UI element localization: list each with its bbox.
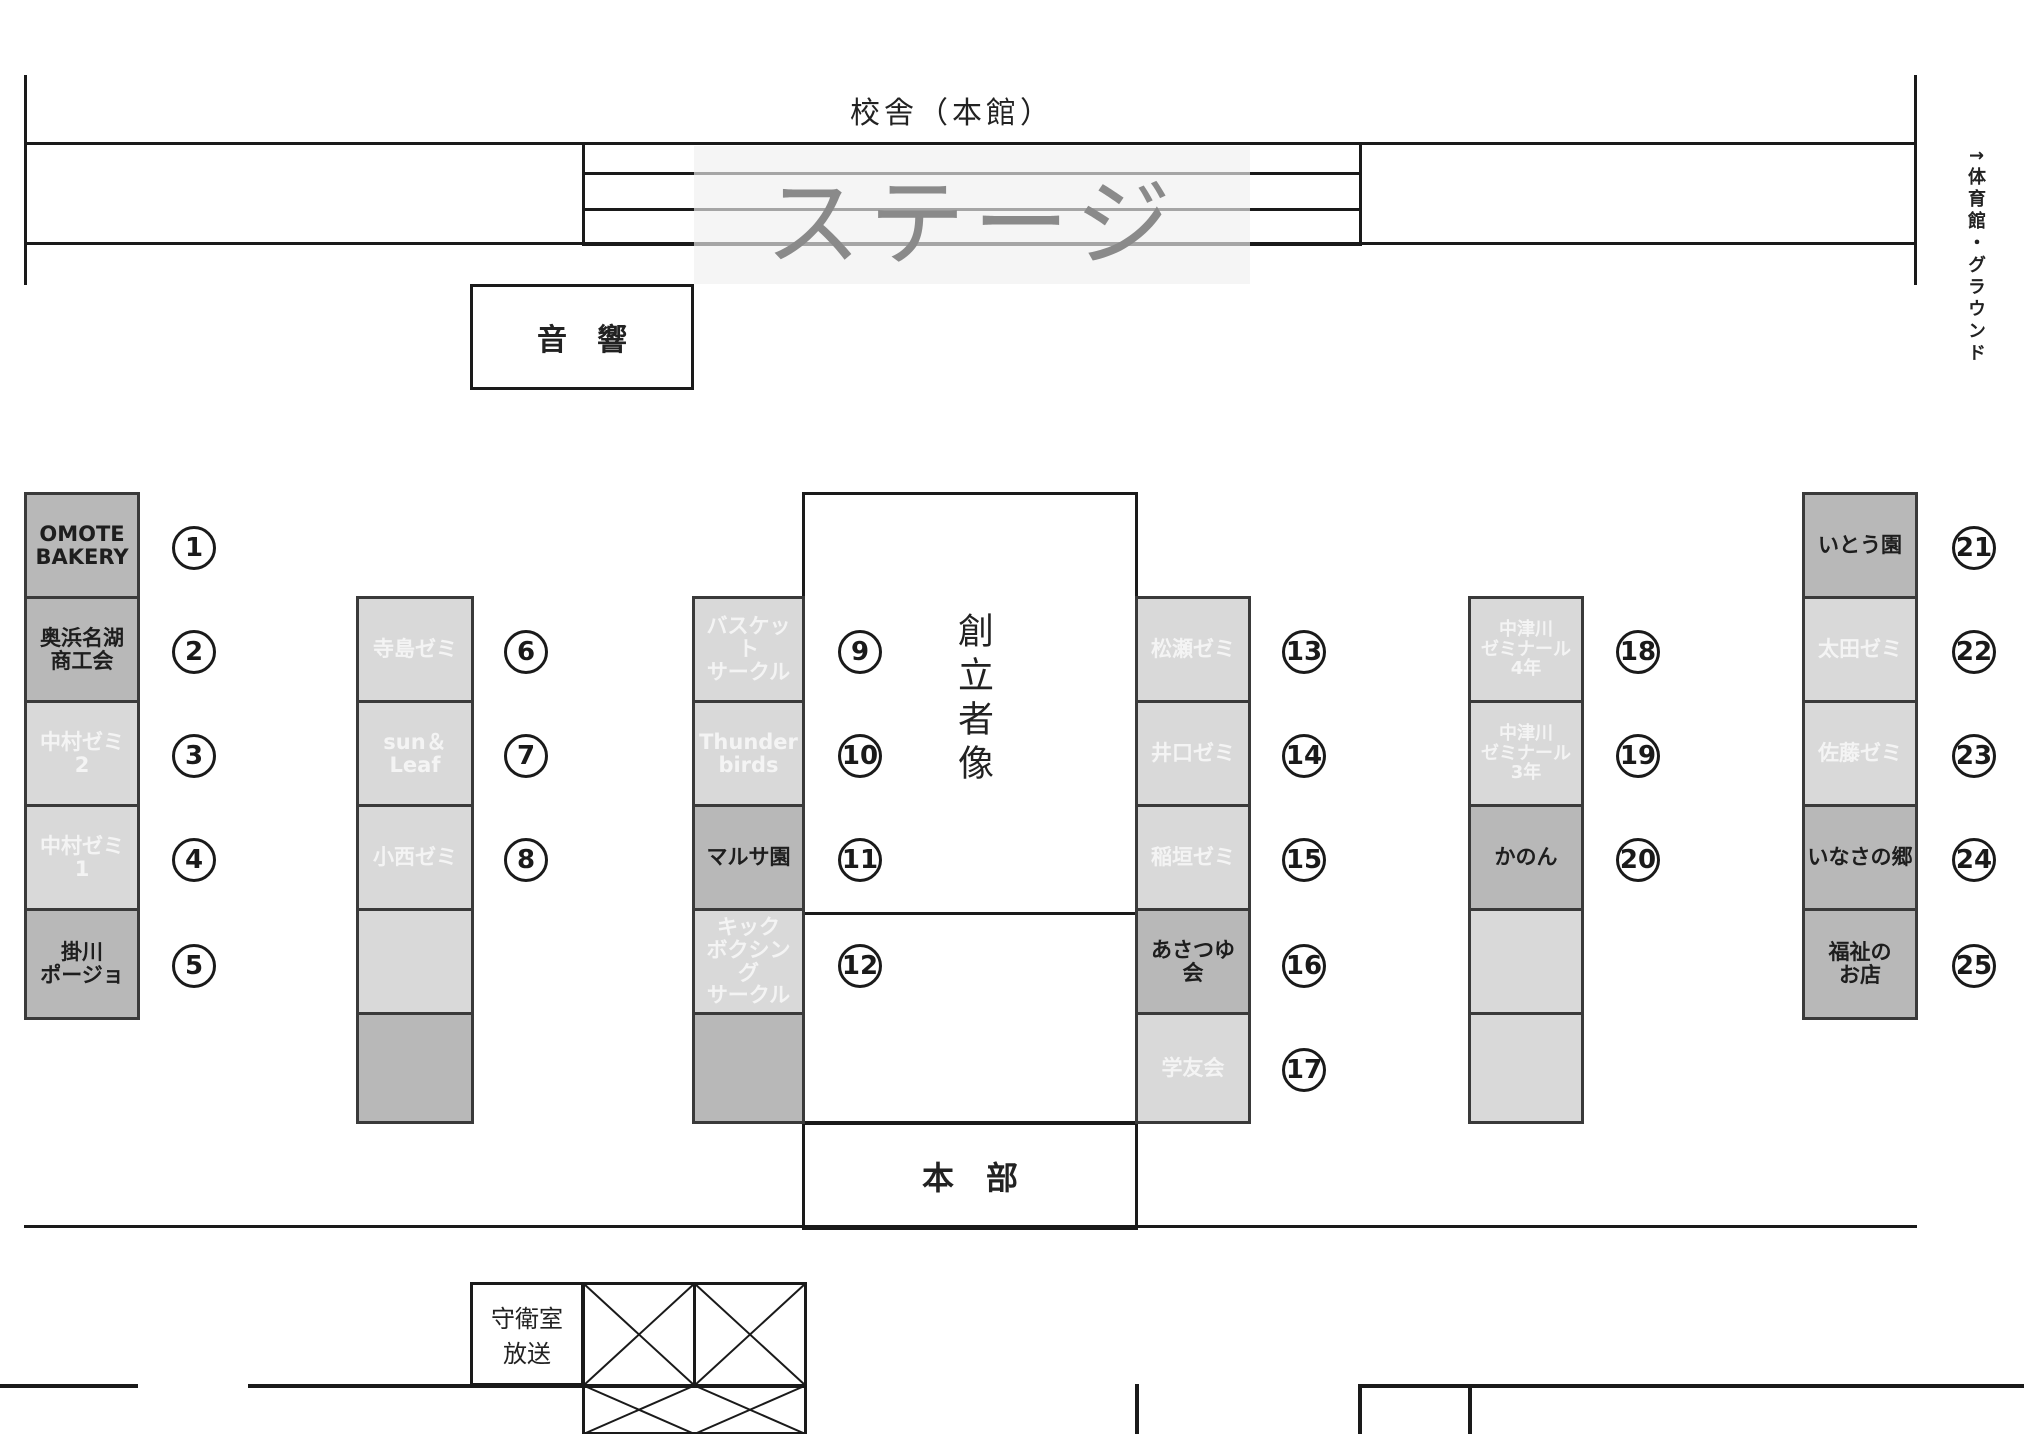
booth-number-24: 24 (1952, 838, 1996, 882)
sound-booth: 音 響 (470, 284, 694, 390)
booth-7[interactable]: sun＆ Leaf (356, 700, 474, 807)
bottom-boundary-line (24, 1225, 1917, 1228)
booth-5[interactable]: 掛川 ポージョ (24, 908, 140, 1020)
booth-empty-col2-1 (356, 908, 474, 1015)
founder-statue-area (802, 492, 1138, 1124)
gate-cross-3d (694, 1384, 806, 1434)
booth-10[interactable]: Thunder birds (692, 700, 805, 807)
booth-number-19: 19 (1616, 734, 1660, 778)
bottom-wall-left-1 (0, 1384, 138, 1388)
building-left-edge (24, 75, 27, 285)
statue-label: 創立者像 (952, 612, 993, 788)
booth-4[interactable]: 中村ゼミ 1 (24, 804, 140, 911)
booth-21[interactable]: いとう園 (1802, 492, 1918, 599)
booth-number-12: 12 (838, 944, 882, 988)
gym-direction-label: ↑体育館・グラウンド (1965, 148, 1986, 366)
booth-1[interactable]: OMOTE BAKERY (24, 492, 140, 599)
booth-number-17: 17 (1282, 1048, 1326, 1092)
gate-cross-1b (582, 1282, 696, 1387)
booth-empty-col2-2 (356, 1012, 474, 1124)
booth-number-22: 22 (1952, 630, 1996, 674)
booth-number-3: 3 (172, 734, 216, 778)
booth-number-6: 6 (504, 630, 548, 674)
booth-20[interactable]: かのん (1468, 804, 1584, 911)
booth-11[interactable]: マルサ園 (692, 804, 805, 911)
building-top-line (24, 142, 1917, 145)
booth-number-2: 2 (172, 630, 216, 674)
bottom-wall-post-2 (1358, 1384, 1362, 1434)
booth-6[interactable]: 寺島ゼミ (356, 596, 474, 703)
booth-19[interactable]: 中津川 ゼミナール 3年 (1468, 700, 1584, 807)
booth-13[interactable]: 松瀬ゼミ (1135, 596, 1251, 703)
booth-number-1: 1 (172, 526, 216, 570)
booth-number-7: 7 (504, 734, 548, 778)
booth-number-5: 5 (172, 944, 216, 988)
booth-empty-col3 (692, 1012, 805, 1124)
booth-number-13: 13 (1282, 630, 1326, 674)
stage-label: ステージ (694, 146, 1250, 284)
booth-number-10: 10 (838, 734, 882, 778)
booth-number-4: 4 (172, 838, 216, 882)
booth-number-15: 15 (1282, 838, 1326, 882)
building-label: 校舎（本館） (850, 96, 1054, 131)
booth-8[interactable]: 小西ゼミ (356, 804, 474, 911)
booth-17[interactable]: 学友会 (1135, 1012, 1251, 1124)
booth-number-25: 25 (1952, 944, 1996, 988)
booth-24[interactable]: いなさの郷 (1802, 804, 1918, 911)
booth-2[interactable]: 奥浜名湖 商工会 (24, 596, 140, 703)
statue-divider (802, 912, 1138, 915)
gate-cross-3b (583, 1384, 695, 1434)
booth-number-8: 8 (504, 838, 548, 882)
booth-9[interactable]: バスケット サークル (692, 596, 805, 703)
booth-empty-col5-2 (1468, 1012, 1584, 1124)
booth-number-20: 20 (1616, 838, 1660, 882)
guard-room: 守衛室 放送 (470, 1282, 584, 1386)
booth-16[interactable]: あさつゆ 会 (1135, 908, 1251, 1015)
bottom-wall-post-1 (1135, 1384, 1139, 1434)
booth-3[interactable]: 中村ゼミ 2 (24, 700, 140, 807)
bottom-wall-post-3 (1468, 1384, 1472, 1434)
booth-22[interactable]: 太田ゼミ (1802, 596, 1918, 703)
booth-number-9: 9 (838, 630, 882, 674)
booth-25[interactable]: 福祉の お店 (1802, 908, 1918, 1020)
booth-number-21: 21 (1952, 526, 1996, 570)
booth-number-11: 11 (838, 838, 882, 882)
guard-room-label: 守衛室 (491, 1305, 563, 1333)
headquarters: 本 部 (802, 1122, 1138, 1230)
gate-cross-2b (693, 1282, 807, 1387)
bottom-wall-left-2 (248, 1384, 804, 1388)
building-right-edge (1914, 75, 1917, 285)
booth-23[interactable]: 佐藤ゼミ (1802, 700, 1918, 807)
booth-number-14: 14 (1282, 734, 1326, 778)
booth-empty-col5-1 (1468, 908, 1584, 1015)
booth-number-18: 18 (1616, 630, 1660, 674)
gate-area (582, 1282, 807, 1434)
booth-number-23: 23 (1952, 734, 1996, 778)
booth-18[interactable]: 中津川 ゼミナール 4年 (1468, 596, 1584, 703)
broadcast-label: 放送 (503, 1340, 551, 1368)
booth-12[interactable]: キック ボクシング サークル (692, 908, 805, 1015)
booth-15[interactable]: 稲垣ゼミ (1135, 804, 1251, 911)
booth-number-16: 16 (1282, 944, 1326, 988)
booth-14[interactable]: 井口ゼミ (1135, 700, 1251, 807)
bottom-wall-right (1358, 1384, 2024, 1388)
gate-box-3 (582, 1384, 807, 1434)
